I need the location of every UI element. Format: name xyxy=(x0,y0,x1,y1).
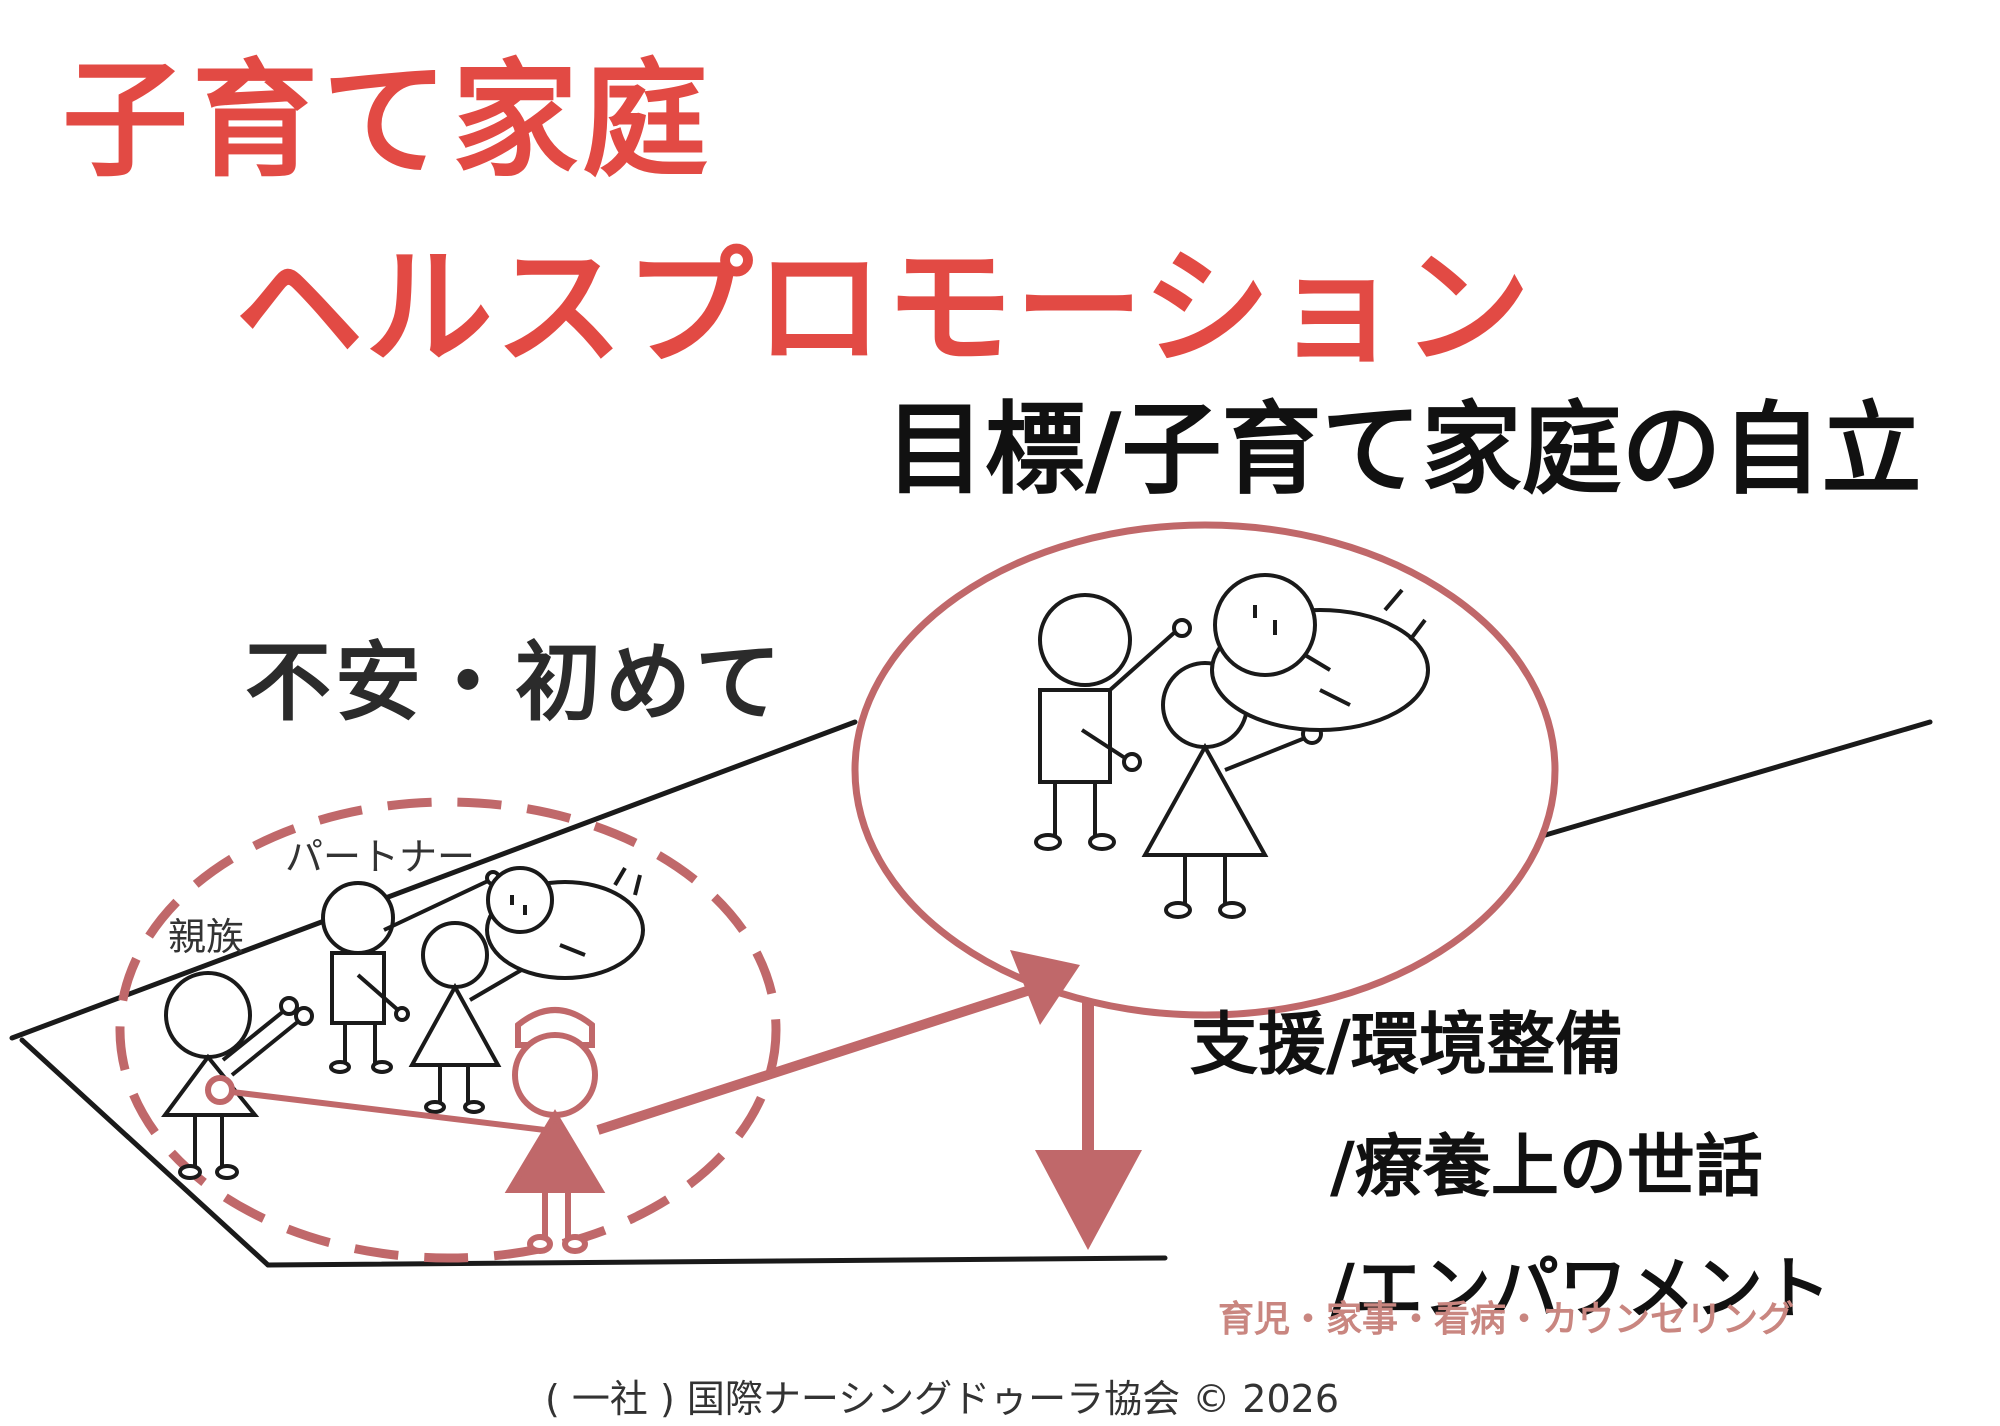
footer-copyright: ( 一社 ) 国際ナーシングドゥーラ協会 © 2026 xyxy=(545,1377,1339,1421)
support-line-1: 支援/環境整備 xyxy=(1190,1006,1623,1085)
support-line-2: /療養上の世話 xyxy=(1330,1128,1763,1207)
nurse-doula-figure xyxy=(504,1007,606,1254)
title-sub: ヘルスプロモーション xyxy=(235,234,1533,383)
father-figure xyxy=(1034,593,1192,851)
slope-upper-line xyxy=(9,719,858,1041)
support-text: 支援/環境整備 /療養上の世話 /エンパワメント xyxy=(1190,1012,1831,1334)
slope-bottom-line xyxy=(265,1255,1168,1268)
partner-label: パートナー xyxy=(285,835,476,879)
slope-left-edge xyxy=(19,1037,271,1268)
growth-arrow xyxy=(596,950,1080,1135)
baby-figure xyxy=(1210,573,1430,732)
baby-figure-small xyxy=(485,866,645,980)
services-text: 育児・家事・看病・カウンセリング xyxy=(1218,1299,1795,1340)
support-line-3: /エンパワメント xyxy=(1330,1250,1831,1329)
title-main: 子育て家庭 xyxy=(62,47,712,194)
support-network-dashed-circle xyxy=(115,797,781,1263)
support-down-arrow xyxy=(1035,1000,1142,1250)
mother-figure-small xyxy=(408,921,532,1114)
goal-heading: 目標/子育て家庭の自立 xyxy=(885,391,1922,508)
relatives-label: 親族 xyxy=(168,915,245,959)
goal-circle xyxy=(851,521,1559,1019)
relative-figure xyxy=(161,971,314,1180)
connection-line xyxy=(205,1075,546,1133)
anxiety-label: 不安・初めて xyxy=(245,633,785,733)
